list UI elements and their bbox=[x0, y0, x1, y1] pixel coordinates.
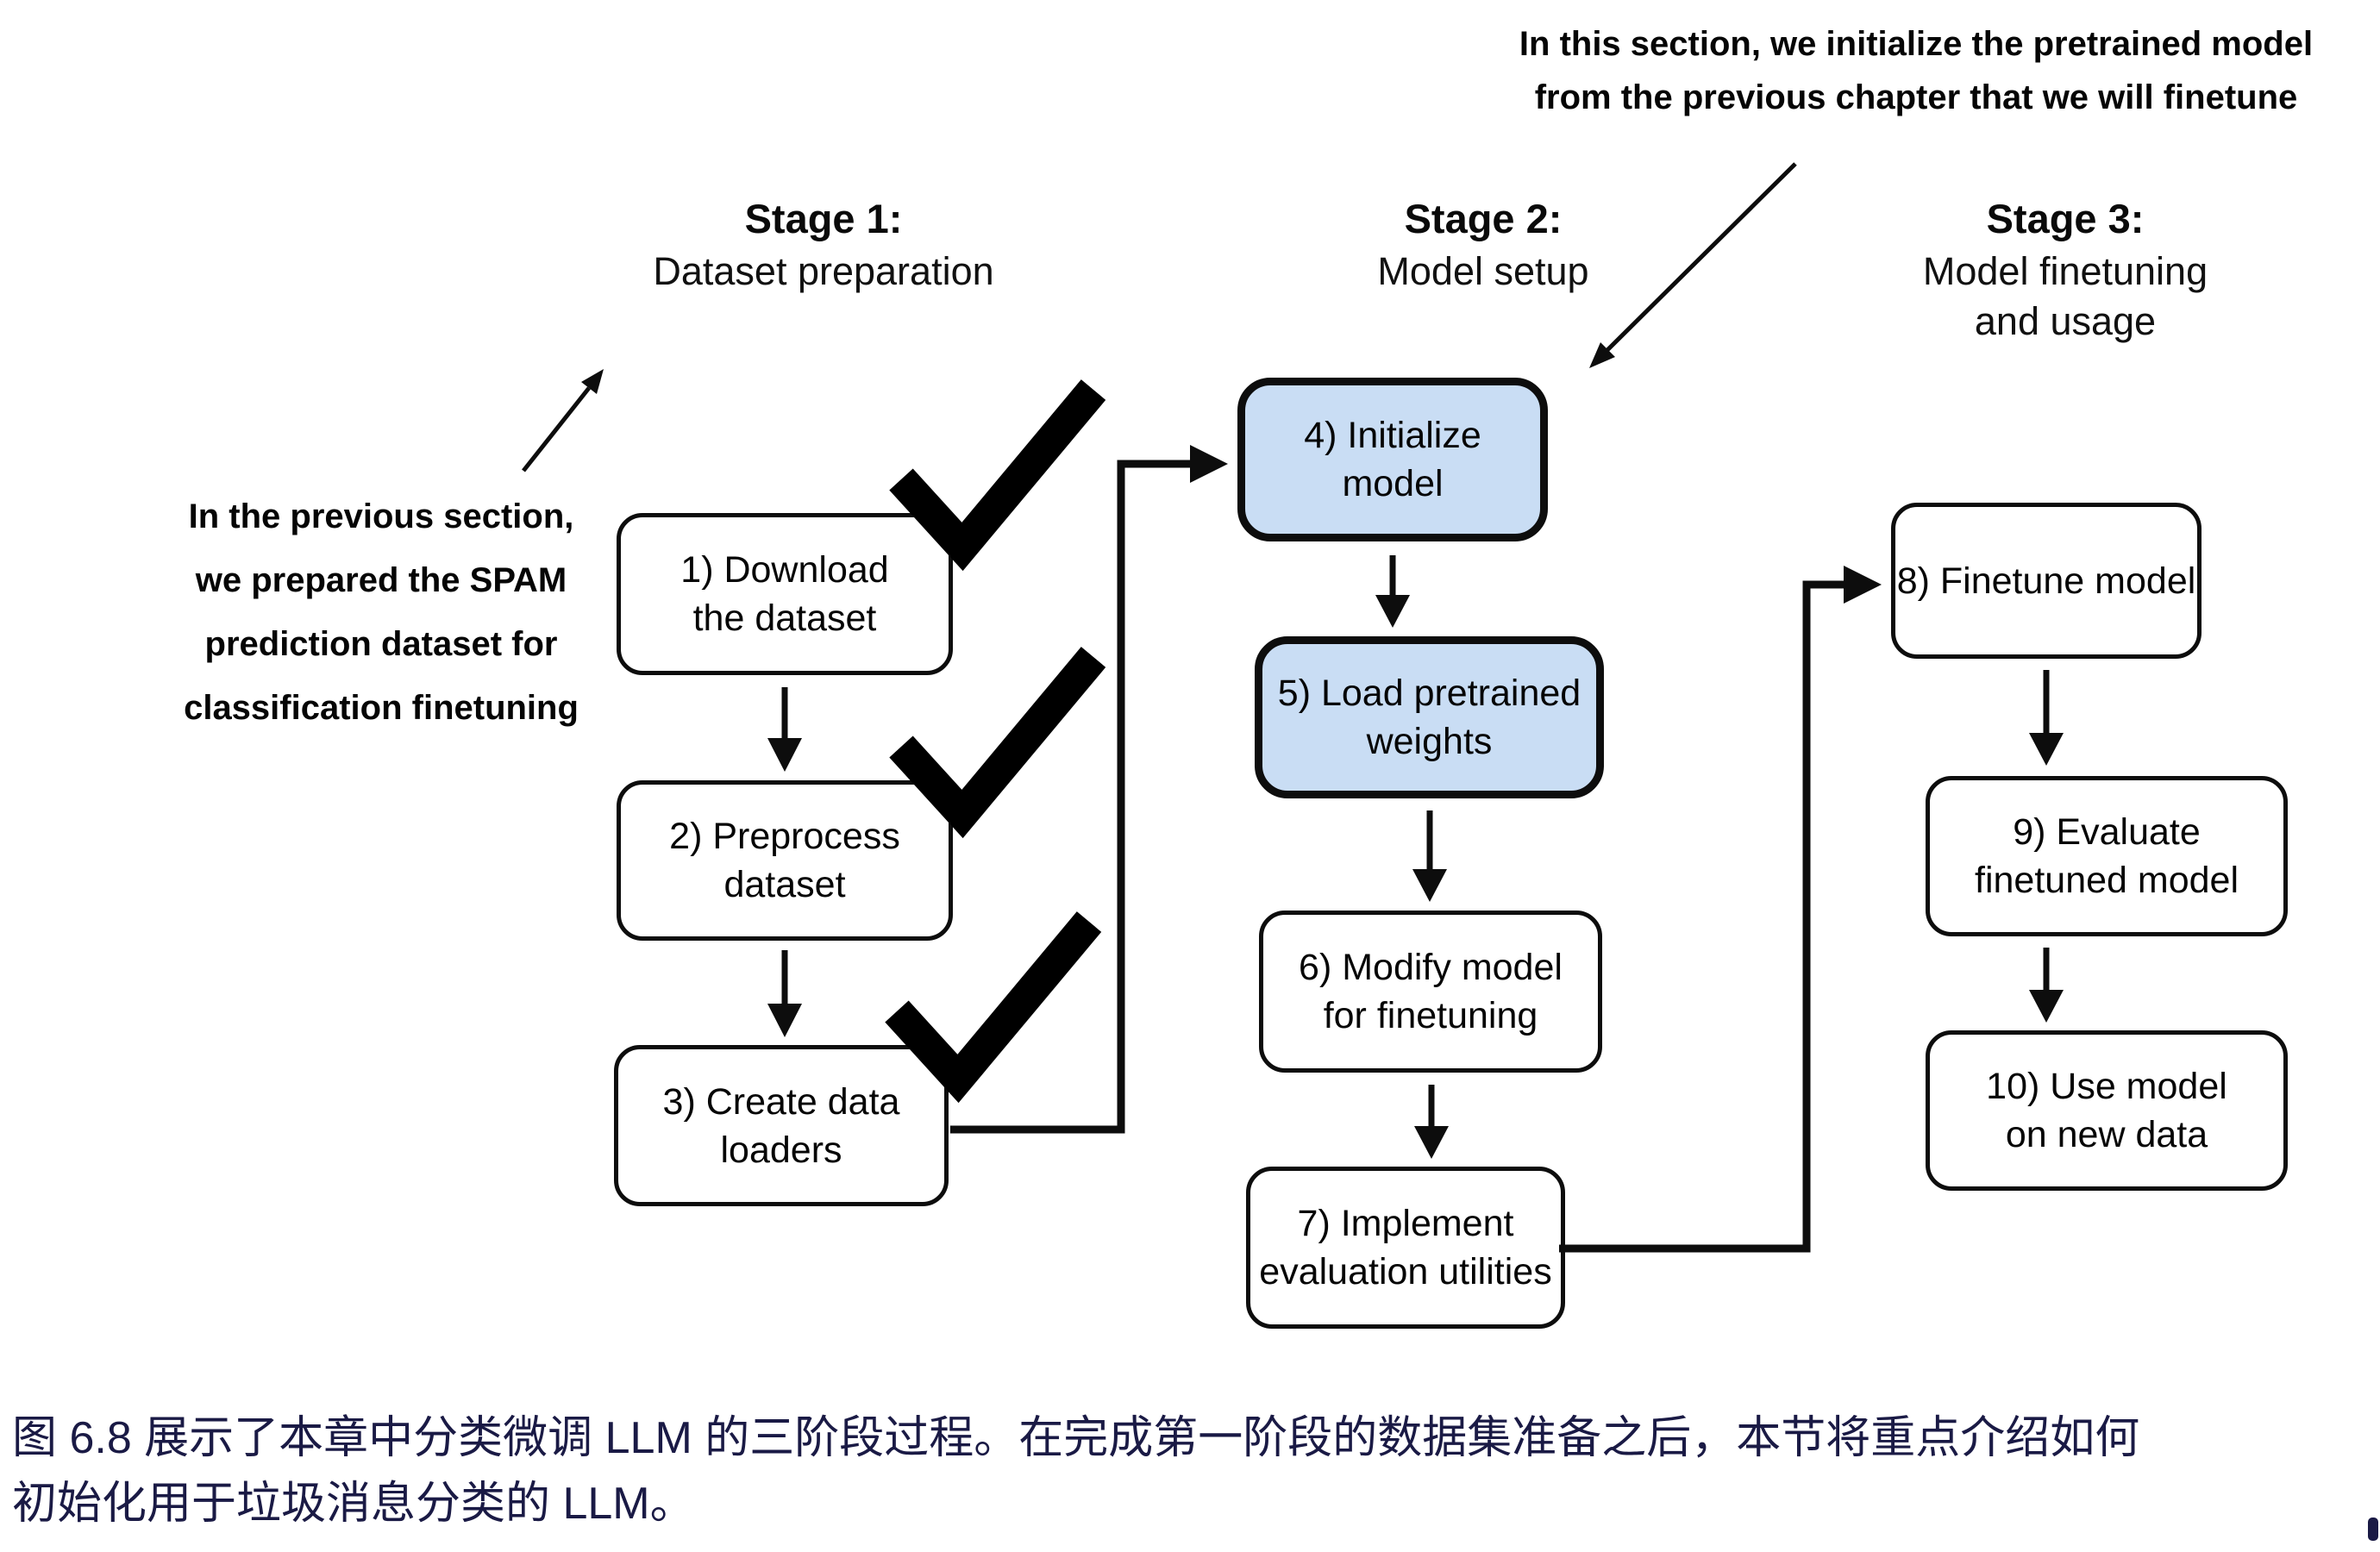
flow-box-finetune-model: 8) Finetune model bbox=[1891, 503, 2202, 659]
top-annotation: In this section, we initialize the pretr… bbox=[1457, 17, 2375, 124]
arrow-box9-to-box10 bbox=[2029, 948, 2064, 1023]
flow-box-preprocess-dataset: 2) Preprocess dataset bbox=[617, 780, 953, 941]
annotation-arrow-left bbox=[522, 369, 604, 472]
flow-box-label: evaluation utilities bbox=[1259, 1251, 1552, 1292]
flow-box-label: loaders bbox=[720, 1129, 842, 1171]
flow-box-initialize-model: 4) Initialize model bbox=[1237, 378, 1548, 541]
flow-box-label: the dataset bbox=[692, 598, 877, 639]
stage1-subtitle: Dataset preparation bbox=[653, 249, 994, 293]
flow-box-evaluate-model: 9) Evaluate finetuned model bbox=[1926, 776, 2288, 936]
figure-caption-line2: 初始化用于垃圾消息分类的 LLM。 bbox=[12, 1479, 695, 1529]
stage3-subtitle-line1: Model finetuning bbox=[1922, 249, 2208, 293]
flow-box-use-model: 10) Use model on new data bbox=[1926, 1030, 2288, 1191]
flow-box-label: model bbox=[1342, 463, 1444, 504]
stage2-subtitle: Model setup bbox=[1377, 249, 1589, 293]
arrow-box5-to-box6 bbox=[1412, 810, 1447, 902]
flow-box-label: 7) Implement bbox=[1297, 1203, 1514, 1244]
flow-box-label: 6) Modify model bbox=[1299, 947, 1563, 988]
stage3-subtitle-line2: and usage bbox=[1974, 299, 2157, 343]
flow-box-implement-evaluation: 7) Implement evaluation utilities bbox=[1246, 1167, 1565, 1329]
arrow-box2-to-box3 bbox=[767, 950, 802, 1037]
flow-box-label: 4) Initialize bbox=[1304, 415, 1481, 456]
left-annotation-line1: In the previous section, bbox=[188, 498, 574, 535]
text-cursor bbox=[2368, 1518, 2378, 1541]
flow-box-label: 5) Load pretrained bbox=[1277, 673, 1581, 714]
flow-box-download-dataset: 1) Download the dataset bbox=[617, 513, 953, 675]
arrow-box4-to-box5 bbox=[1375, 555, 1410, 628]
flow-box-label: 9) Evaluate bbox=[2013, 811, 2201, 853]
flow-box-label: weights bbox=[1366, 721, 1493, 762]
flow-box-create-data-loaders: 3) Create data loaders bbox=[614, 1045, 949, 1206]
flow-box-label: on new data bbox=[2005, 1114, 2208, 1155]
arrow-box1-to-box2 bbox=[767, 687, 802, 772]
connector-box3-to-box4 bbox=[950, 445, 1228, 1134]
connector-box7-to-box8 bbox=[1559, 566, 1882, 1253]
stage1-title: Stage 1: bbox=[744, 196, 903, 241]
flow-box-label: 3) Create data bbox=[662, 1080, 900, 1123]
left-annotation-line2: we prepared the SPAM bbox=[195, 561, 567, 599]
stage1-heading: Stage 1: Dataset preparation bbox=[543, 191, 1104, 297]
stage2-heading: Stage 2: Model setup bbox=[1224, 191, 1742, 297]
top-annotation-line1: In this section, we initialize the pretr… bbox=[1519, 25, 2314, 63]
flow-box-label: 8) Finetune model bbox=[1896, 560, 2196, 602]
left-annotation-line3: prediction dataset for bbox=[204, 625, 558, 663]
left-annotation-line4: classification finetuning bbox=[184, 689, 579, 727]
figure-caption: 图 6.8 展示了本章中分类微调 LLM 的三阶段过程。在完成第一阶段的数据集准… bbox=[12, 1405, 2368, 1536]
stage2-title: Stage 2: bbox=[1404, 196, 1563, 241]
flow-box-load-pretrained-weights: 5) Load pretrained weights bbox=[1255, 636, 1604, 798]
stage3-title: Stage 3: bbox=[1986, 196, 2145, 241]
flow-box-label: finetuned model bbox=[1975, 860, 2239, 901]
arrow-box8-to-box9 bbox=[2029, 670, 2064, 766]
flow-box-label: 10) Use model bbox=[1986, 1066, 2227, 1107]
left-annotation: In the previous section, we prepared the… bbox=[110, 485, 652, 740]
flow-box-label: 2) Preprocess bbox=[669, 816, 900, 857]
arrow-box6-to-box7 bbox=[1414, 1085, 1449, 1159]
flow-box-modify-model: 6) Modify model for finetuning bbox=[1259, 911, 1602, 1073]
flow-box-label: 1) Download bbox=[680, 549, 889, 591]
stage3-heading: Stage 3: Model finetuning and usage bbox=[1807, 191, 2324, 347]
figure-caption-line1: 图 6.8 展示了本章中分类微调 LLM 的三阶段过程。在完成第一阶段的数据集准… bbox=[12, 1413, 2140, 1463]
top-annotation-line2: from the previous chapter that we will f… bbox=[1534, 78, 2298, 116]
flow-box-label: for finetuning bbox=[1323, 995, 1538, 1036]
flow-box-label: dataset bbox=[723, 864, 846, 905]
